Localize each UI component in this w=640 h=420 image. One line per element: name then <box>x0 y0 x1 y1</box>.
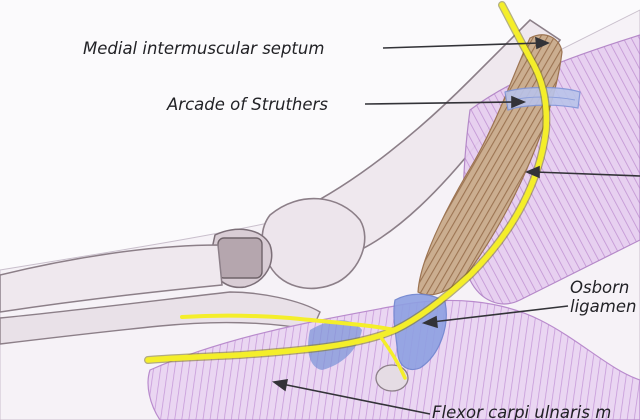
osborne-ligament <box>393 293 447 371</box>
label-osborne-line-1: Osborn <box>570 279 630 297</box>
ulnar-nerve-branch-2 <box>378 334 407 380</box>
humerus-shaft <box>298 18 562 251</box>
ulnar-nerve-core <box>145 2 550 363</box>
ulnar-nerve-branch <box>180 313 397 332</box>
pointer-lines <box>271 36 640 415</box>
label-medial-intermuscular-septum: Medial intermuscular septum <box>83 39 325 58</box>
label-arcade-of-struthers: Arcade of Struthers <box>167 95 328 114</box>
label-osborne-line-2: ligamen <box>570 296 637 316</box>
label-flexor-carpi-ulnaris: Flexor carpi ulnaris m <box>432 403 612 420</box>
ulna <box>0 244 223 313</box>
label-osborne-ligament: Osborn ligamen <box>570 279 640 317</box>
ulna-head <box>217 237 263 279</box>
